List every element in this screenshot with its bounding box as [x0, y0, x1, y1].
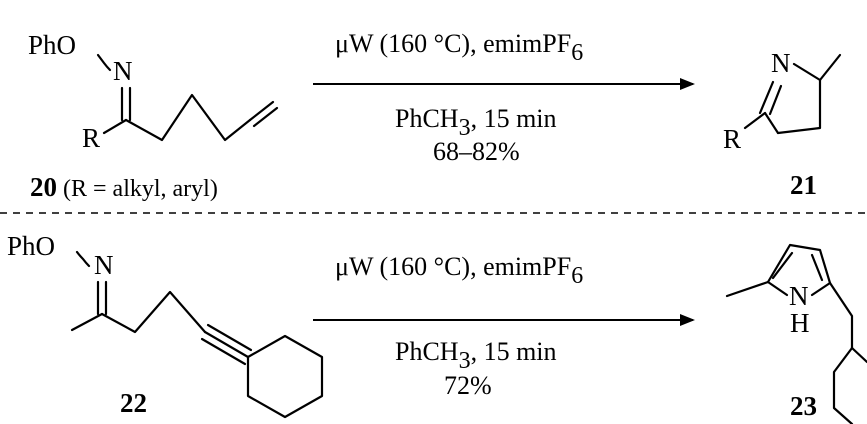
pyrrole-h-label: H	[790, 308, 810, 338]
pho-label: PhO	[28, 30, 76, 60]
imine-n-label: N	[94, 250, 114, 280]
methyl-bond	[818, 53, 842, 82]
wavy-bond	[96, 53, 112, 72]
ring-bonds	[776, 62, 822, 135]
compound-number: 22	[120, 388, 147, 418]
conditions-1: μW (160 °C), emimPF6 PhCH3, 15 min 68–82…	[313, 29, 695, 166]
r-label: R	[82, 123, 100, 153]
alkyne-bond-b	[206, 323, 253, 352]
pho-label: PhO	[7, 231, 55, 261]
cyclohexyl-ring-right	[850, 346, 867, 364]
methyl-bond	[725, 280, 770, 298]
conditions-solvent: PhCH3, 15 min	[395, 337, 557, 374]
pyrrole-double-a	[771, 251, 794, 280]
cyclohexyl-ring	[246, 334, 324, 419]
product-21: N R 21	[723, 48, 842, 200]
alkyne-bond-c	[200, 337, 247, 366]
methyl-bond	[70, 312, 104, 332]
alkyne-bond-a	[203, 330, 250, 359]
product-r-label: R	[723, 124, 741, 154]
ch2-linker	[828, 281, 854, 350]
conditions-2: μW (160 °C), emimPF6 PhCH3, 15 min 72%	[313, 252, 695, 400]
reactant-20: PhO N R 20 (R = alkyl, aryl)	[28, 30, 279, 202]
pyrrole-n-label: N	[789, 281, 809, 311]
cn-ring-bond-b	[768, 84, 783, 116]
yield: 68–82%	[433, 137, 520, 166]
arrow-head	[680, 314, 695, 326]
compound-number: 23	[790, 391, 817, 421]
conditions-above: μW (160 °C), emimPF6	[335, 252, 583, 289]
yield: 72%	[444, 371, 492, 400]
ring-n-bond-right	[810, 281, 832, 297]
reactant-22: PhO N 22	[7, 231, 324, 419]
imine-n-label: N	[113, 56, 133, 86]
terminal-alkene-a	[248, 100, 275, 122]
c-r-bond-product	[743, 111, 767, 130]
compound-number: 20	[30, 172, 57, 202]
alkyl-chain	[100, 290, 207, 334]
cyclohexyl-ring-partial	[832, 346, 854, 424]
pyrrole-double-b	[810, 253, 824, 282]
arrow-head	[680, 78, 695, 90]
terminal-alkene-b	[252, 106, 279, 128]
ring-n-label: N	[771, 48, 791, 78]
ring-n-bond-left	[766, 280, 789, 297]
r-group-note: (R = alkyl, aryl)	[63, 176, 218, 202]
product-23: N H 23	[725, 243, 867, 424]
conditions-above: μW (160 °C), emimPF6	[335, 29, 583, 66]
pyrrole-ring	[766, 243, 832, 285]
alkene-chain	[124, 93, 252, 142]
compound-number: 21	[790, 170, 817, 200]
ring-c-bond	[763, 111, 780, 135]
cn-ring-bond-a	[758, 80, 775, 115]
conditions-solvent: PhCH3, 15 min	[395, 104, 557, 141]
wavy-bond	[75, 250, 91, 268]
c-r-bond	[102, 118, 128, 135]
